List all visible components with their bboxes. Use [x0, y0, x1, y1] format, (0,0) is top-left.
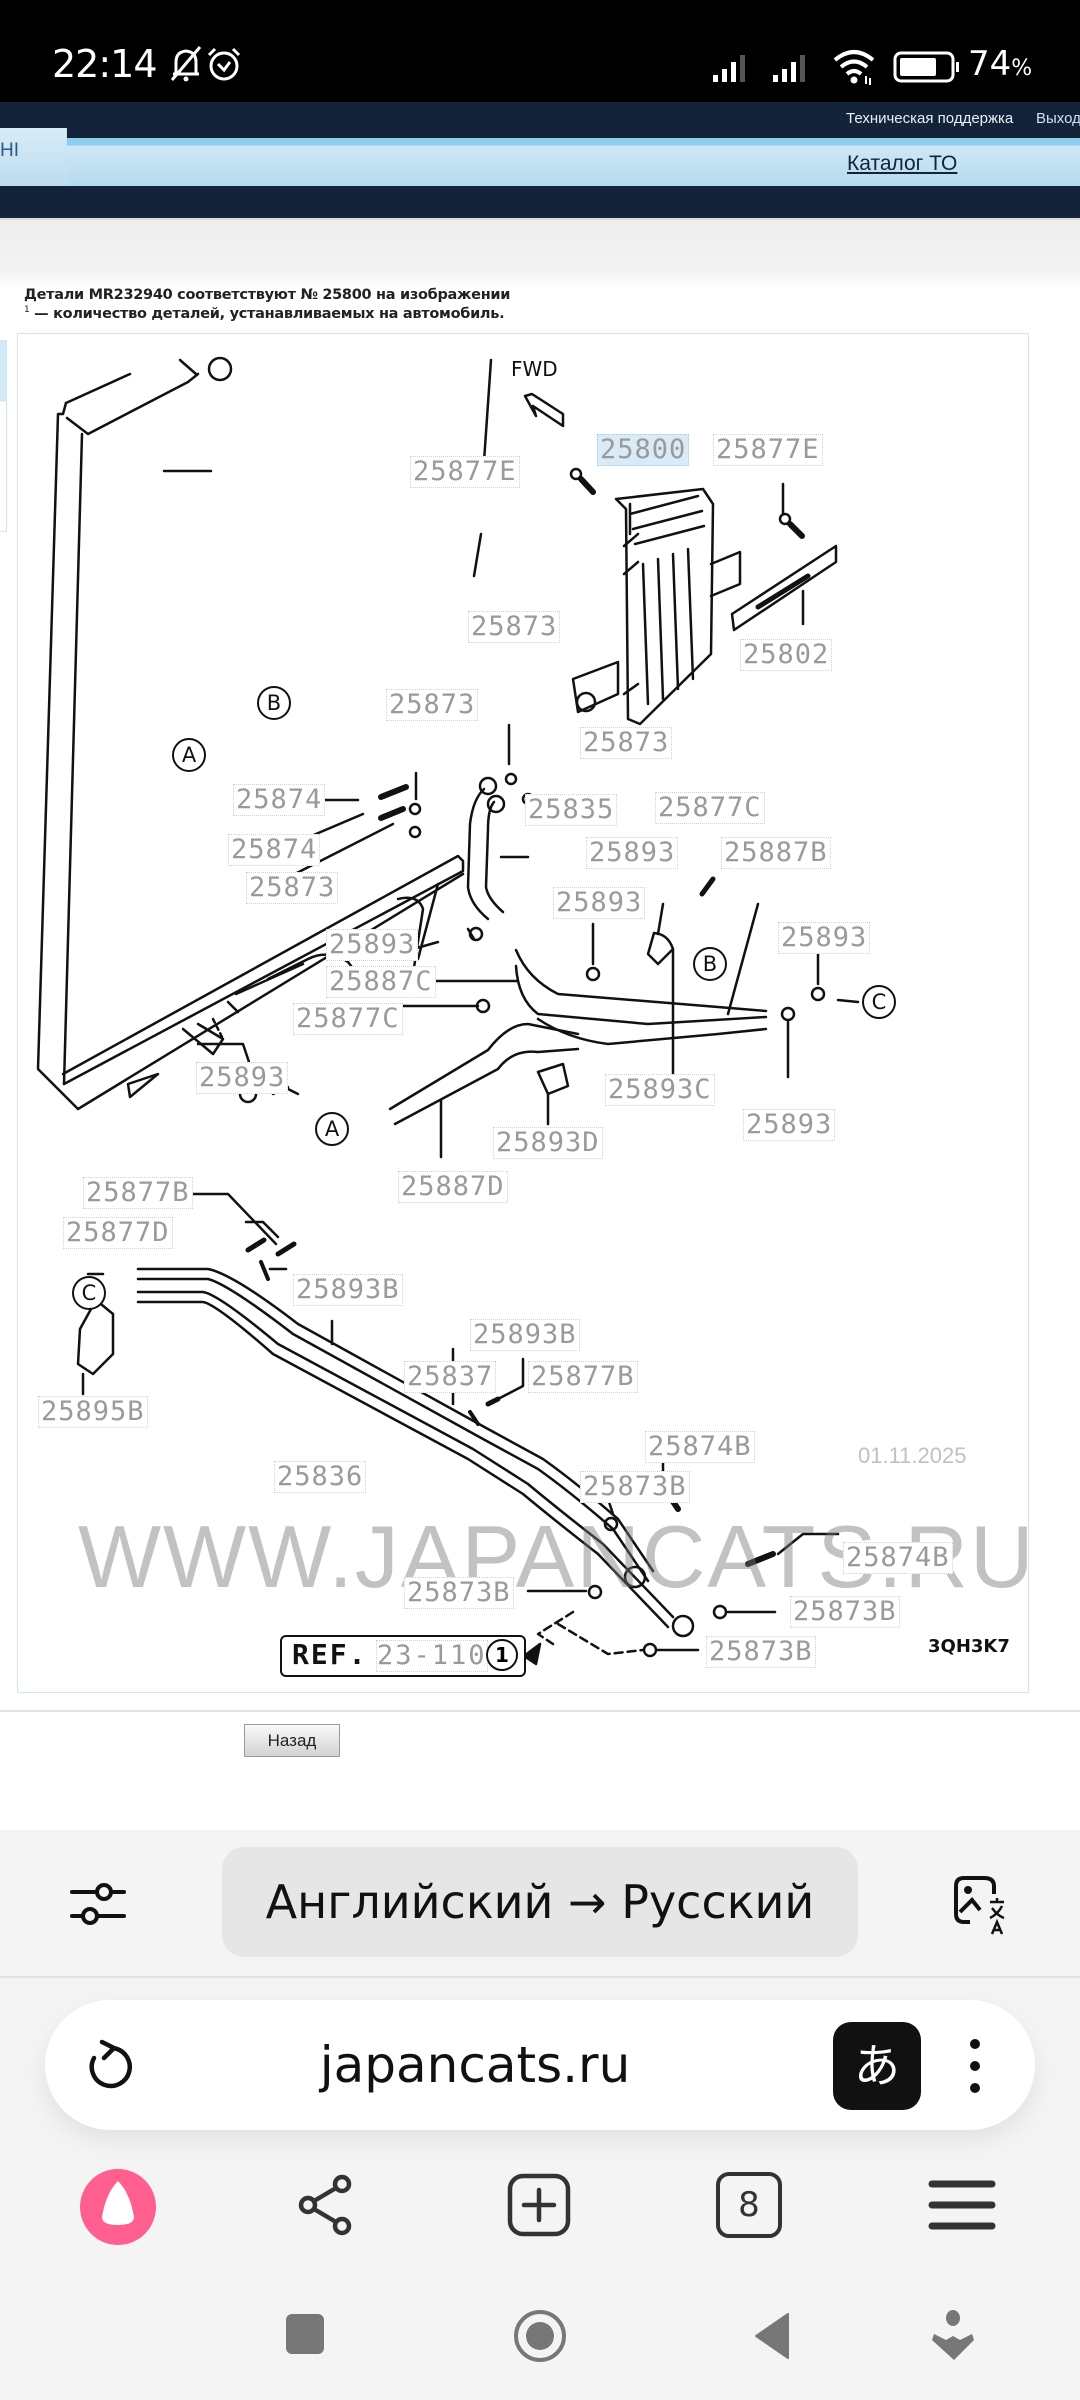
- info-line-part-match: Детали MR232940 соответствуют № 25800 на…: [24, 287, 511, 303]
- callout-25836[interactable]: 25836: [274, 1461, 367, 1493]
- back-nav-button[interactable]: [752, 2312, 792, 2360]
- callout-25874B[interactable]: 25874B: [843, 1542, 953, 1574]
- callout-25887B[interactable]: 25887B: [721, 837, 831, 869]
- marker-c: C: [862, 985, 896, 1019]
- parts-diagram: WWW.JAPANCATS.RU 01.11.2025 FWD 25877E 2…: [17, 333, 1029, 1693]
- callout-25802[interactable]: 25802: [740, 639, 833, 671]
- ref-prefix: REF.: [292, 1638, 368, 1671]
- side-panel-edge[interactable]: [0, 340, 7, 532]
- callout-25835[interactable]: 25835: [525, 794, 618, 826]
- menu-icon[interactable]: [928, 2178, 996, 2232]
- nav-bottom-strip: [0, 186, 1080, 218]
- ref-circle-number: 1: [486, 1639, 518, 1671]
- alarm-icon: [207, 47, 241, 81]
- more-options-icon[interactable]: [965, 2034, 985, 2098]
- callout-25877B[interactable]: 25877B: [528, 1361, 638, 1393]
- translate-settings-icon[interactable]: [68, 1872, 128, 1936]
- callout-25873[interactable]: 25873: [386, 689, 479, 721]
- page-translate-button[interactable]: あ: [833, 2022, 921, 2110]
- ref-box[interactable]: REF. 23-110 1: [280, 1635, 526, 1677]
- signal-1-icon: [713, 55, 745, 82]
- nav-tab[interactable]: [0, 128, 67, 186]
- logout-link[interactable]: Выход: [1036, 110, 1080, 127]
- callout-25877E[interactable]: 25877E: [410, 456, 520, 488]
- callout-25873[interactable]: 25873: [246, 872, 339, 904]
- info-line-footnote: 1 — количество деталей, устанавливаемых …: [24, 305, 505, 323]
- url-bar[interactable]: japancats.ru あ: [45, 2000, 1035, 2130]
- content-divider: [0, 1710, 1080, 1712]
- site-top-bar: [0, 102, 1080, 138]
- alice-assistant-icon[interactable]: [78, 2167, 158, 2247]
- support-link[interactable]: Техническая поддержка: [846, 110, 1014, 127]
- url-text[interactable]: japancats.ru: [319, 2036, 631, 2094]
- marker-a: A: [315, 1112, 349, 1146]
- language-pair-label: Английский → Русский: [265, 1875, 815, 1929]
- callout-25873B[interactable]: 25873B: [404, 1577, 514, 1609]
- callout-25887D[interactable]: 25887D: [398, 1171, 508, 1203]
- callout-25887C[interactable]: 25887C: [326, 966, 436, 998]
- image-translate-icon[interactable]: [950, 1872, 1012, 1936]
- callout-25874[interactable]: 25874: [233, 784, 326, 816]
- callout-25893[interactable]: 25893: [196, 1062, 289, 1094]
- callout-25877C[interactable]: 25877C: [293, 1003, 403, 1035]
- signal-2-icon: [773, 55, 805, 82]
- callout-25877B[interactable]: 25877B: [83, 1177, 193, 1209]
- callout-25873B[interactable]: 25873B: [790, 1596, 900, 1628]
- footnote-text: — количество деталей, устанавливаемых на…: [29, 306, 505, 322]
- language-pair-button[interactable]: Английский → Русский: [222, 1847, 858, 1957]
- status-bar: 22:14 74%: [0, 0, 1080, 102]
- callout-25873B[interactable]: 25873B: [580, 1471, 690, 1503]
- catalog-link[interactable]: Каталог ТО: [847, 152, 958, 175]
- home-button[interactable]: [512, 2308, 568, 2364]
- nav-bar: [0, 138, 1080, 186]
- battery-percent: 74%: [968, 44, 1032, 84]
- fwd-label: FWD: [511, 357, 558, 381]
- callout-25873[interactable]: 25873: [468, 611, 561, 643]
- callout-25893D[interactable]: 25893D: [493, 1127, 603, 1159]
- marker-b: B: [693, 947, 727, 981]
- reload-icon[interactable]: [82, 2038, 136, 2094]
- callout-25893B[interactable]: 25893B: [470, 1319, 580, 1351]
- oil-cooler-drawing: [571, 487, 742, 726]
- callout-25877C[interactable]: 25877C: [655, 792, 765, 824]
- callout-25877D[interactable]: 25877D: [63, 1217, 173, 1249]
- watermark-date: 01.11.2025: [858, 1443, 967, 1468]
- clock: 22:14: [52, 42, 158, 86]
- footnote-mark: 1: [24, 305, 30, 315]
- callout-25800-highlighted[interactable]: 25800: [597, 434, 690, 466]
- callout-25893[interactable]: 25893: [586, 837, 679, 869]
- callout-25877E[interactable]: 25877E: [713, 434, 823, 466]
- battery-percent-symbol: %: [1011, 56, 1033, 81]
- marker-b: B: [257, 686, 291, 720]
- callout-25873[interactable]: 25873: [580, 727, 673, 759]
- tabs-count-button[interactable]: 8: [716, 2172, 782, 2238]
- callout-25893[interactable]: 25893: [326, 929, 419, 961]
- callout-25874[interactable]: 25874: [228, 834, 321, 866]
- callout-25837[interactable]: 25837: [404, 1361, 497, 1393]
- callout-25895B[interactable]: 25895B: [38, 1396, 148, 1428]
- recents-button[interactable]: [285, 2312, 325, 2356]
- callout-25893[interactable]: 25893: [553, 887, 646, 919]
- callout-25893C[interactable]: 25893C: [605, 1074, 715, 1106]
- marker-a: A: [172, 738, 206, 772]
- share-icon[interactable]: [294, 2172, 358, 2238]
- drawing-code: 3QH3K7: [928, 1636, 1010, 1657]
- back-button[interactable]: Назад: [244, 1724, 340, 1757]
- callout-25893[interactable]: 25893: [743, 1109, 836, 1141]
- callout-25893[interactable]: 25893: [778, 922, 871, 954]
- callout-25893B[interactable]: 25893B: [293, 1274, 403, 1306]
- assistant-gesture-button[interactable]: [928, 2310, 978, 2362]
- new-tab-icon[interactable]: [506, 2172, 572, 2238]
- nav-tab-label[interactable]: НІ: [0, 140, 19, 161]
- ref-number[interactable]: 23-110: [376, 1640, 488, 1672]
- callout-25874B[interactable]: 25874B: [645, 1431, 755, 1463]
- callout-25873B[interactable]: 25873B: [706, 1636, 816, 1668]
- battery-percent-value: 74: [968, 44, 1012, 84]
- marker-c: C: [72, 1276, 106, 1310]
- battery-icon: [893, 51, 959, 83]
- notifications-muted-icon: [170, 46, 202, 82]
- wifi-icon: [833, 50, 875, 85]
